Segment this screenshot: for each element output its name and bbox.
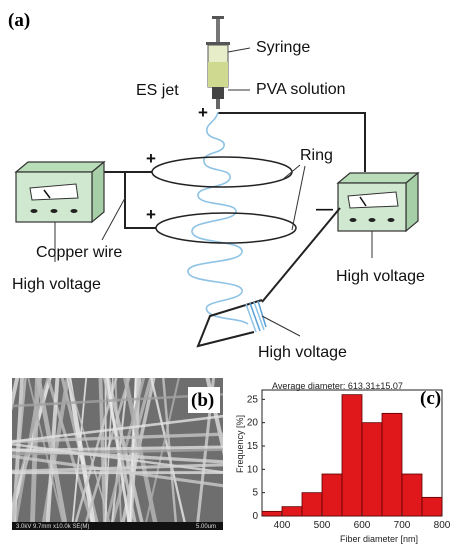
histogram-bar	[301, 492, 323, 517]
label-high-voltage-bottom: High voltage	[258, 344, 347, 361]
sem-image	[12, 378, 223, 530]
y-tick-label: 15	[247, 441, 259, 452]
label-ring: Ring	[300, 147, 333, 164]
high-voltage-supply-right	[336, 171, 420, 233]
panel-label-b-bg	[188, 387, 220, 413]
ring-pointer-1	[281, 164, 301, 181]
y-tick-label: 25	[247, 394, 259, 405]
histogram-bar	[361, 422, 383, 517]
label-copper-wire: Copper wire	[36, 244, 122, 261]
copper-wire-pointer	[101, 197, 126, 241]
histogram-bar	[341, 394, 363, 517]
histogram-bar	[261, 510, 283, 517]
y-tick-label: 20	[247, 418, 259, 429]
x-tick-label: 800	[434, 520, 451, 531]
label-syringe: Syringe	[256, 39, 310, 56]
panel-label-c: (c)	[420, 388, 441, 409]
es-jet-spiral	[187, 111, 249, 325]
sem-scale-text: 3.0kV 9.7mm x10.0k SE(M)	[16, 524, 89, 530]
wire-ring-bottom	[124, 172, 156, 229]
y-tick-label: 5	[252, 488, 258, 499]
label-pva-solution: PVA solution	[256, 81, 346, 98]
histogram-bar	[321, 473, 343, 517]
label-high-voltage-left: High voltage	[12, 276, 101, 293]
polarity-ring-top: +	[146, 149, 156, 168]
panel-label-a: (a)	[8, 10, 30, 31]
fiber-collector	[196, 299, 267, 348]
ring-top	[151, 156, 293, 188]
x-tick-label: 500	[314, 520, 331, 531]
syringe-pointer	[227, 47, 251, 53]
collector-wire	[261, 207, 341, 303]
y-tick-label: 10	[247, 464, 259, 475]
histogram-chart: 0 5 10 15 20 25 400 500 600 700 800	[247, 389, 451, 531]
chart-title: Average diameter: 613.31±15.07	[272, 381, 403, 391]
y-axis-label: Frequency [%]	[235, 415, 245, 473]
polarity-right: —	[316, 199, 333, 218]
x-axis-label: Fiber diameter [nm]	[340, 534, 418, 544]
sem-scale-bar-label: 5.00um	[196, 524, 216, 530]
x-tick-label: 700	[394, 520, 411, 531]
bottom-hv-pointer	[261, 315, 301, 337]
ring-pointer-2	[291, 165, 306, 231]
histogram-bar	[401, 473, 423, 517]
panel-label-b: (b)	[191, 390, 214, 411]
label-es-jet: ES jet	[136, 82, 179, 99]
x-tick-label: 400	[274, 520, 291, 531]
high-voltage-supply-left	[14, 160, 106, 224]
histogram-bar	[381, 412, 403, 517]
polarity-needle: +	[198, 103, 208, 122]
syringe-illustration	[206, 16, 230, 109]
y-tick-label: 0	[252, 511, 258, 522]
histogram-bar	[421, 496, 443, 517]
histogram-bar	[281, 506, 303, 517]
x-tick-label: 600	[354, 520, 371, 531]
needle-wire	[218, 112, 366, 172]
label-high-voltage-right: High voltage	[336, 268, 425, 285]
polarity-ring-bottom: +	[146, 205, 156, 224]
